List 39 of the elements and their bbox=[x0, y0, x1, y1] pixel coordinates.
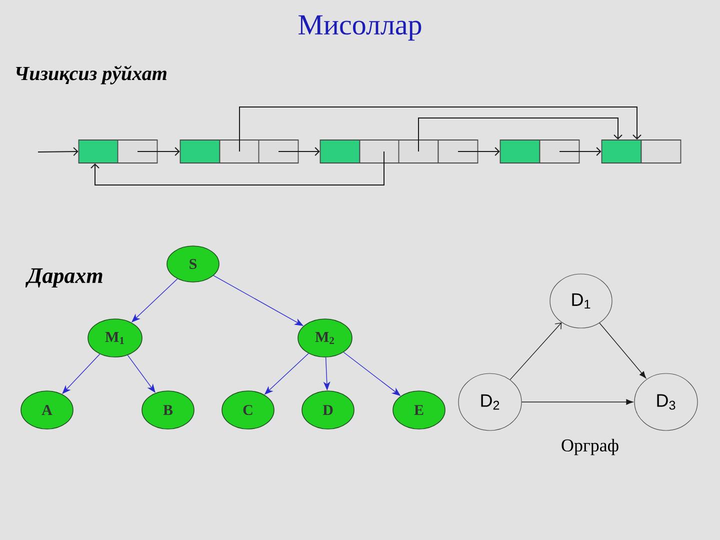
graph-vertex: D$_{1}$ bbox=[550, 274, 612, 328]
data-cell bbox=[601, 140, 642, 164]
arrow bbox=[599, 322, 646, 378]
arrow bbox=[458, 147, 500, 156]
tree-node: B bbox=[142, 390, 194, 430]
tree-node: S bbox=[166, 246, 220, 282]
tree-node: C bbox=[222, 390, 274, 430]
graph-vertex: D$_{2}$ bbox=[458, 373, 522, 431]
arrow bbox=[38, 147, 78, 156]
data-cell bbox=[180, 140, 220, 164]
graph-vertex: D$_{3}$ bbox=[634, 373, 698, 431]
data-cell bbox=[78, 140, 119, 164]
pointer-cell bbox=[219, 140, 260, 164]
arrow bbox=[418, 118, 622, 152]
pointer-cell bbox=[398, 140, 439, 164]
arrow bbox=[137, 147, 180, 156]
tree-node: M$_{2}$ bbox=[298, 318, 352, 358]
pointer-cell bbox=[640, 140, 682, 164]
arrow bbox=[521, 399, 634, 405]
data-cell bbox=[320, 140, 360, 164]
section-heading: Дарахт bbox=[26, 268, 102, 288]
tree-node: D bbox=[302, 390, 354, 430]
arrow bbox=[239, 106, 642, 152]
arrow bbox=[510, 322, 562, 380]
pointer-cell bbox=[438, 140, 478, 164]
title: Мисоллар bbox=[298, 15, 422, 41]
pointer-cell bbox=[258, 140, 299, 164]
tree-node: A bbox=[20, 390, 74, 430]
section-heading: Чизиқсиз рўйхат bbox=[16, 66, 166, 84]
pointer-cell bbox=[117, 140, 158, 164]
tree-node: M$_{1}$ bbox=[88, 318, 142, 358]
data-cell bbox=[500, 140, 540, 164]
caption: Орграф bbox=[562, 438, 618, 456]
arrow bbox=[90, 151, 384, 186]
pointer-cell bbox=[359, 140, 400, 164]
arrow bbox=[278, 147, 320, 156]
tree-node: E bbox=[392, 390, 446, 430]
pointer-cell bbox=[539, 140, 580, 164]
arrow bbox=[559, 147, 602, 156]
